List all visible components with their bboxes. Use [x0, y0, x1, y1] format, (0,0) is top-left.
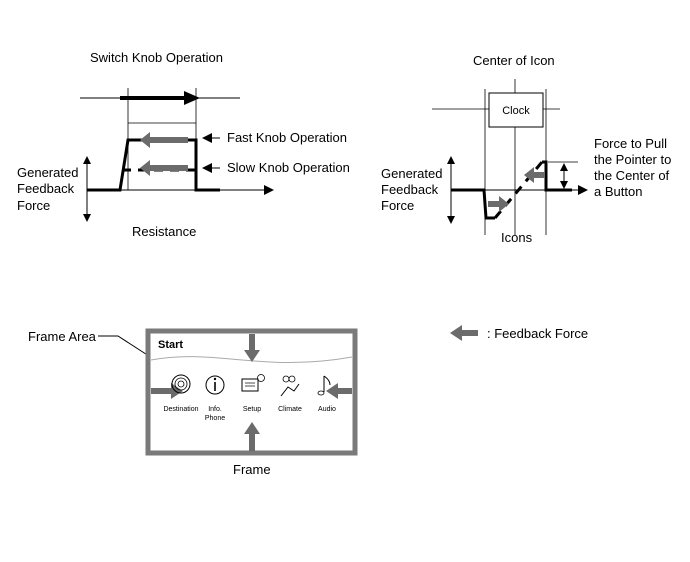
- icon-label-climate: Climate: [278, 406, 302, 413]
- info-phone-icon: [205, 375, 225, 395]
- legend: : Feedback Force: [450, 325, 588, 341]
- legend-arrow-icon: [450, 325, 478, 341]
- fast-knob-label: Fast Knob Operation: [227, 130, 347, 145]
- frame-area-leader: [98, 335, 153, 359]
- icon-label-setup: Setup: [243, 406, 261, 413]
- pull-label-line-1: Force to Pull: [594, 136, 667, 151]
- clock-label: Clock: [502, 105, 530, 117]
- force-label-2-line-2: Feedback: [381, 182, 439, 197]
- pull-profile-left: [451, 188, 495, 220]
- switch-knob-panel: Switch Knob Operation Fast Knob Operatio…: [17, 50, 350, 239]
- frame-arrow-up: [244, 422, 260, 451]
- pull-label-line-2: the Pointer to: [594, 152, 671, 167]
- pull-label-line-3: the Center of: [594, 168, 670, 183]
- icons-caption: Icons: [501, 230, 533, 245]
- setup-icon: [241, 374, 265, 392]
- frame-area-label: Frame Area: [28, 329, 97, 344]
- motion-arrow-head: [184, 91, 200, 105]
- feedback-arrow-slow: [140, 160, 188, 176]
- switch-knob-title: Switch Knob Operation: [90, 50, 223, 65]
- frame-arrow-down: [244, 334, 260, 362]
- center-icon-panel: Center of Icon Clock Force to Pull the P…: [381, 53, 671, 245]
- menu-title: Start: [158, 339, 183, 351]
- menu-header-curve: [150, 356, 353, 364]
- force-label-line-2: Feedback: [17, 181, 75, 196]
- legend-text: : Feedback Force: [487, 326, 588, 341]
- pull-arrow-right: [488, 196, 509, 212]
- force-label-2-line-1: Generated: [381, 166, 442, 181]
- feedback-arrow-fast: [140, 132, 188, 148]
- frame-arrow-left: [326, 383, 352, 399]
- climate-icon: [280, 375, 300, 397]
- audio-icon: [317, 375, 331, 396]
- pull-profile-right: [542, 160, 572, 192]
- icon-label-audio: Audio: [318, 406, 336, 413]
- pull-profile-dashed: [493, 161, 544, 219]
- frame-panel: Frame Area Start: [28, 328, 358, 477]
- icon-label-destination: Destination: [163, 406, 198, 413]
- pull-arrow-left: [524, 167, 545, 183]
- frame-caption: Frame: [233, 462, 271, 477]
- force-label-line-1: Generated: [17, 165, 78, 180]
- resistance-caption: Resistance: [132, 224, 196, 239]
- force-label-2-line-3: Force: [381, 198, 414, 213]
- icon-label-phone: Phone: [205, 415, 225, 422]
- center-icon-title: Center of Icon: [473, 53, 555, 68]
- frame-arrow-right: [151, 383, 183, 399]
- slow-knob-label: Slow Knob Operation: [227, 160, 350, 175]
- clock-button: [488, 92, 544, 128]
- pull-label-line-4: a Button: [594, 184, 642, 199]
- icon-label-info: Info.: [208, 406, 222, 413]
- force-label-line-3: Force: [17, 198, 50, 213]
- destination-icon: [171, 374, 191, 394]
